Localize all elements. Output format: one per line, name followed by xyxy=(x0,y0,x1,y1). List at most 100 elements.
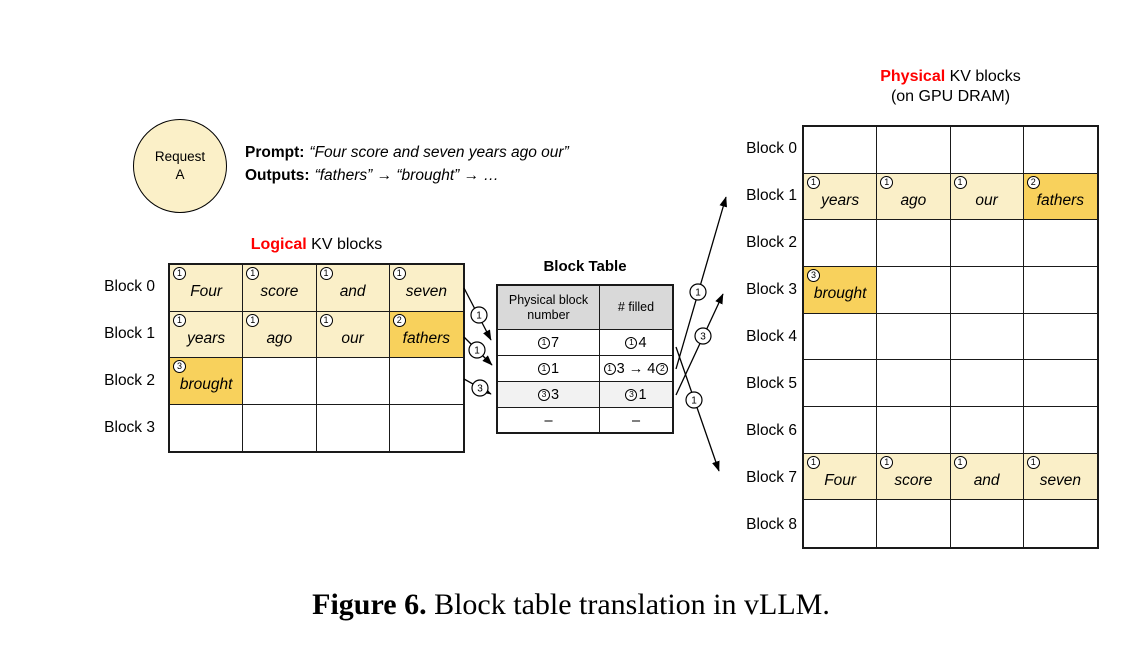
kv-cell xyxy=(950,313,1024,361)
prompt-label: Prompt: xyxy=(245,144,305,161)
circled-number-badge: 1 xyxy=(603,362,616,375)
circled-number-badge: 1 xyxy=(392,267,406,280)
circled-number-badge: 3 xyxy=(625,388,638,401)
circled-number-badge: 3 xyxy=(173,360,186,373)
kv-cell xyxy=(804,500,878,547)
kv-cell xyxy=(1023,360,1097,407)
kv-word: seven xyxy=(1039,471,1082,489)
circled-number-badge: 1 xyxy=(537,336,550,349)
circled-number-badge: 1 xyxy=(807,455,820,469)
kv-word: brought xyxy=(179,376,233,394)
circled-number-badge: 1 xyxy=(807,175,820,189)
kv-cell xyxy=(1023,220,1097,267)
circled-number-badge: 1 xyxy=(880,175,894,189)
kv-word: years xyxy=(187,329,226,347)
outputs-line: Outputs:“fathers” → “brought” → … xyxy=(245,164,569,187)
logical-title-highlight: Logical xyxy=(250,236,307,253)
kv-word: our xyxy=(341,329,364,347)
kv-cell: 1 ago xyxy=(243,311,317,358)
prompt-text: “Four score and seven years ago our” xyxy=(309,144,569,161)
kv-cell xyxy=(804,127,878,174)
kv-cell xyxy=(950,267,1024,314)
kv-cell xyxy=(950,220,1024,267)
bt-value: – xyxy=(544,413,553,429)
kv-cell xyxy=(877,407,951,454)
request-label-line2: A xyxy=(175,167,185,182)
bt-value: 3 xyxy=(550,386,560,403)
kv-word: ago xyxy=(266,329,293,347)
kv-word: Four xyxy=(190,283,223,301)
physical-row-label-7: Block 7 xyxy=(746,469,797,486)
bt-value: 7 xyxy=(550,334,560,351)
physical-kv-subtitle: (on GPU DRAM) xyxy=(890,88,1011,105)
caption-label: Figure 6. xyxy=(312,588,427,621)
circled-number-badge: 1 xyxy=(953,455,967,469)
circled-number-badge: 1 xyxy=(953,175,967,189)
kv-cell xyxy=(1023,407,1097,454)
kv-cell xyxy=(877,360,951,407)
circled-number-badge: 1 xyxy=(246,267,260,280)
kv-cell xyxy=(243,358,317,405)
physical-row-label-4: Block 4 xyxy=(746,328,797,345)
physical-row-label-6: Block 6 xyxy=(746,422,797,439)
physical-row-label-2: Block 2 xyxy=(746,234,797,251)
kv-cell: 2 fathers xyxy=(1023,173,1097,221)
arrow-logical-block1-to-bt-row2: 1 xyxy=(463,336,493,366)
circled-number-badge: 3 xyxy=(807,269,820,282)
logical-row-label-3: Block 3 xyxy=(104,419,155,436)
arrow-badge: 1 xyxy=(691,396,697,407)
request-a-node: Request A xyxy=(133,119,227,213)
kv-cell xyxy=(1023,127,1097,174)
kv-cell xyxy=(390,405,463,452)
outputs-text: “fathers” → “brought” → … xyxy=(314,167,499,184)
kv-cell xyxy=(950,360,1024,407)
circled-number-badge: 2 xyxy=(1026,175,1040,189)
bt-header-col1: Physical block number xyxy=(498,286,600,330)
kv-word: our xyxy=(975,191,998,209)
arrow-badge: 3 xyxy=(477,384,483,395)
kv-cell xyxy=(950,407,1024,454)
kv-cell xyxy=(1023,267,1097,314)
kv-word: seven xyxy=(405,283,448,301)
kv-cell xyxy=(950,127,1024,174)
kv-word: score xyxy=(260,283,299,301)
kv-cell: 1 and xyxy=(950,453,1024,501)
kv-cell xyxy=(389,358,463,405)
kv-word: and xyxy=(339,283,366,301)
kv-cell xyxy=(877,500,951,547)
kv-word: Four xyxy=(824,471,857,489)
kv-cell: 1 and xyxy=(316,265,390,312)
kv-cell xyxy=(1023,314,1097,361)
circled-number-badge: 1 xyxy=(880,455,894,469)
physical-kv-title: Physical KV blocks xyxy=(802,68,1099,86)
arrow-badge: 1 xyxy=(474,346,480,357)
circled-number-badge: 1 xyxy=(173,313,186,327)
circled-number-badge: 1 xyxy=(246,313,260,327)
circled-number-badge: 1 xyxy=(319,267,333,280)
kv-word: and xyxy=(973,471,1000,489)
kv-word: fathers xyxy=(1036,191,1085,209)
kv-cell: 1 seven xyxy=(389,265,463,312)
logical-row-label-1: Block 1 xyxy=(104,325,155,342)
kv-word: years xyxy=(821,191,860,209)
outputs-label: Outputs: xyxy=(245,167,310,184)
kv-cell xyxy=(316,358,390,405)
physical-title-rest: KV blocks xyxy=(945,68,1021,85)
physical-row-label-5: Block 5 xyxy=(746,375,797,392)
block-table-title: Block Table xyxy=(543,258,627,275)
logical-kv-title: Logical KV blocks xyxy=(168,236,465,254)
circled-number-badge: 1 xyxy=(537,362,550,375)
